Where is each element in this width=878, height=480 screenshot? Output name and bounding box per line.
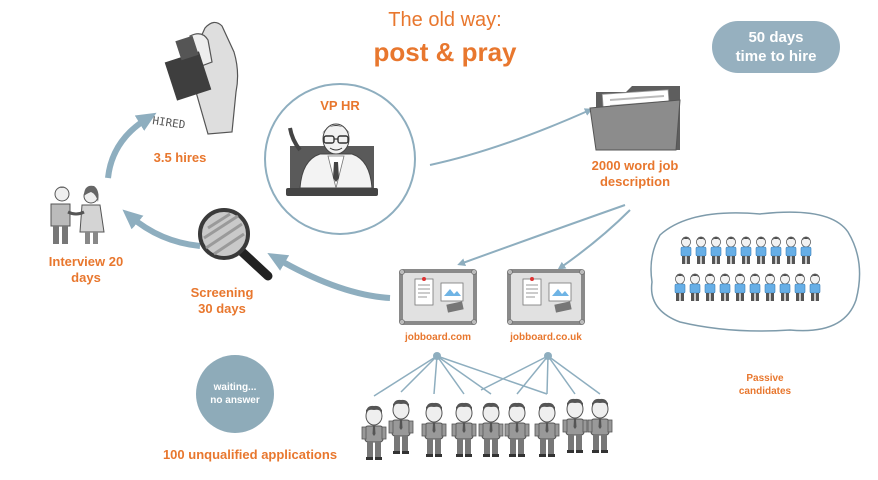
job-description-line-1: 2000 word job [591, 158, 679, 173]
passive-line-1: Passive [746, 373, 784, 384]
passive-candidates-label: Passive candidates [720, 373, 810, 398]
time-to-hire-label: time to hire [735, 48, 817, 65]
title-line-1: The old way: [388, 9, 502, 31]
jobboard-com-label: jobboard.com [404, 332, 472, 343]
job-description-label: 2000 word job description [575, 158, 695, 191]
time-to-hire-badge: 50 days time to hire [712, 21, 840, 73]
person-icon [534, 402, 560, 458]
handshake-icon [50, 185, 105, 244]
person-icon [388, 399, 414, 455]
stamp-text: HIRED [152, 114, 187, 131]
corkboard-icon-uk [506, 268, 586, 326]
passive-candidate-figures [674, 236, 821, 302]
passive-candidates-blob [650, 211, 861, 332]
passive-line-2: candidates [738, 385, 792, 397]
screening-label: Screening 30 days [172, 285, 272, 318]
interview-line-1: Interview 20 [48, 254, 124, 269]
person-icon [451, 402, 477, 458]
vp-hr-label: VP HR [320, 98, 360, 113]
job-description-line-2: description [599, 174, 671, 190]
title-line-2: post & pray [373, 37, 517, 67]
stamp-icon: HIRED [152, 21, 239, 135]
person-icon [504, 402, 530, 458]
person-icon [587, 398, 613, 454]
jobboard-uk-label: jobboard.co.uk [510, 332, 582, 343]
waiting-line-1: waiting... [213, 381, 257, 393]
person-icon [421, 402, 447, 458]
flow-arrows [105, 108, 631, 301]
hires-label: 3.5 hires [153, 150, 207, 165]
time-to-hire-days: 50 days [748, 28, 804, 46]
applicant-figures [361, 398, 613, 461]
interview-line-2: days [71, 270, 101, 286]
person-icon [478, 402, 504, 458]
board-connector-lines [373, 352, 601, 397]
corkboard-icon-com [398, 268, 478, 326]
waiting-line-2: no answer [210, 395, 260, 406]
interview-label: Interview 20 days [26, 254, 146, 287]
magnifier-icon [198, 208, 273, 281]
folder-icon [589, 86, 681, 151]
applications-label: 100 unqualified applications [162, 447, 338, 462]
screening-line-1: Screening [190, 285, 254, 300]
person-icon [361, 405, 387, 461]
person-icon [562, 398, 588, 454]
waiting-badge: waiting... no answer [196, 355, 274, 433]
computer-icon [286, 123, 378, 196]
screening-line-2: 30 days [198, 301, 246, 317]
